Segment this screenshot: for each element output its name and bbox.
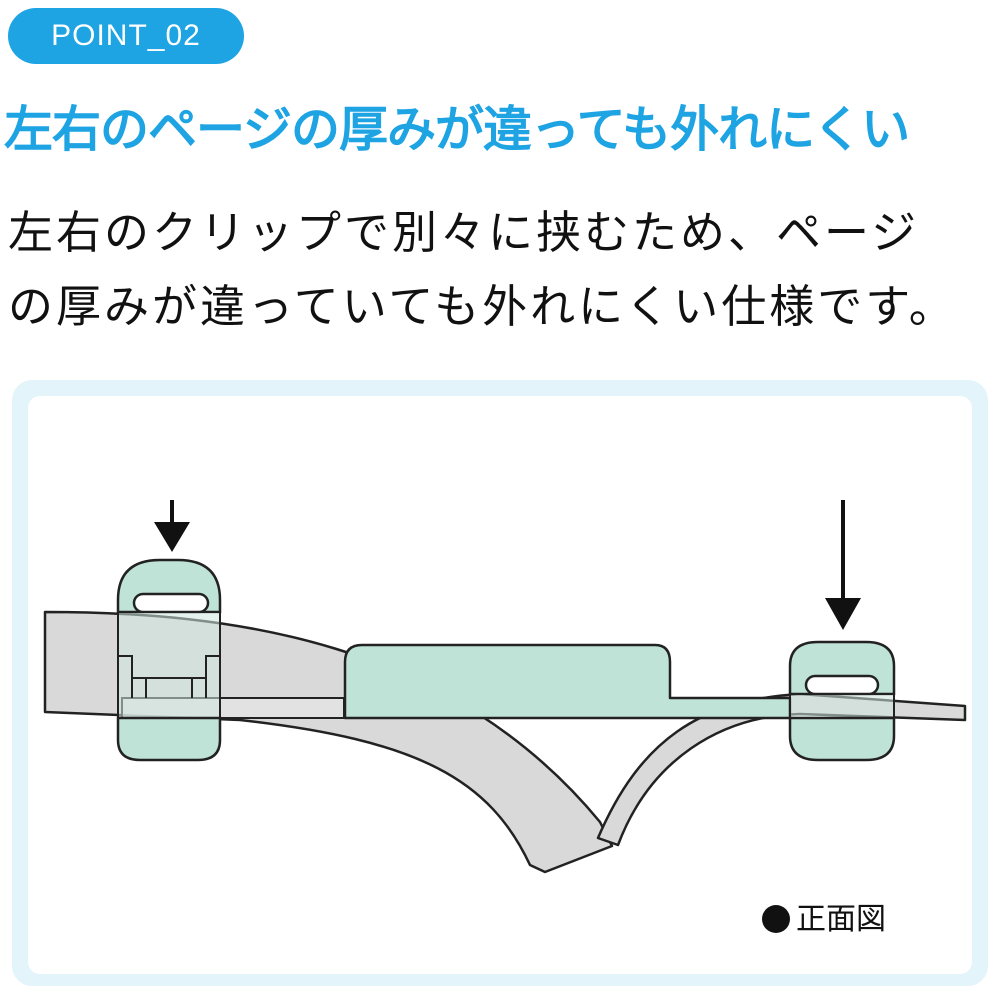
clip-center-bar (343, 643, 792, 720)
description-text: 左右のクリップで別々に挟むため、ページ の厚みが違っていても外れにくい仕様です。 (8, 196, 992, 344)
right-page (596, 692, 967, 847)
figure-caption: 正面図 (762, 898, 886, 942)
right-down-arrow-icon (825, 500, 861, 630)
description-line-1: 左右のクリップで別々に挟むため、ページ (8, 206, 920, 259)
figure-caption-text: 正面図 (796, 902, 886, 937)
description-line-2: の厚みが違っていても外れにくい仕様です。 (8, 280, 957, 333)
left-clip (116, 558, 222, 762)
left-down-arrow-icon (154, 500, 190, 552)
bullet-dot-icon (762, 905, 790, 933)
right-clip (788, 640, 896, 762)
headline: 左右のページの厚みが違っても外れにくい (4, 101, 910, 158)
point-badge: POINT_02 (8, 8, 244, 64)
